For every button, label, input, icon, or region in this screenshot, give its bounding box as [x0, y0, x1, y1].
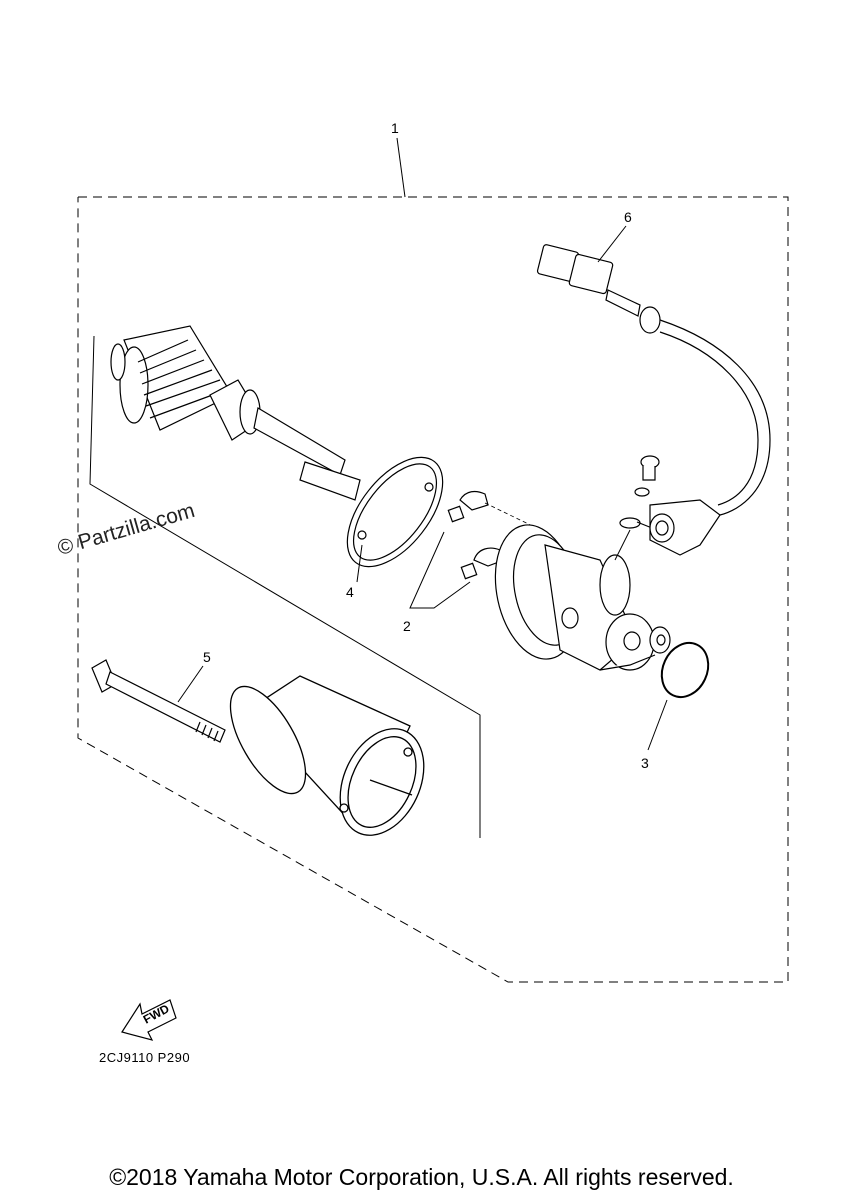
callout-3-leader — [647, 699, 668, 751]
callout-2[interactable]: 2 — [403, 618, 411, 634]
callout-4[interactable]: 4 — [346, 584, 354, 600]
copyright-notice: ©2018 Yamaha Motor Corporation, U.S.A. A… — [109, 1164, 734, 1190]
callout-5[interactable]: 5 — [203, 649, 211, 665]
assembly-boundary — [77, 196, 789, 983]
gasket — [346, 456, 444, 568]
terminal-screw — [619, 455, 660, 529]
callout-6-leader — [597, 225, 627, 263]
callout-1[interactable]: 1 — [391, 120, 399, 136]
through-bolt — [91, 659, 226, 743]
callout-5-leader — [177, 665, 204, 703]
callout-1-leader — [396, 137, 406, 198]
callout-3[interactable]: 3 — [641, 755, 649, 771]
o-ring — [660, 641, 710, 699]
lead-wire — [536, 244, 771, 556]
diagram-code: 2CJ9110 P290 — [99, 1050, 191, 1065]
sub-assembly-outline — [89, 335, 481, 838]
callout-6[interactable]: 6 — [624, 209, 632, 225]
callout-2-leader — [409, 531, 471, 609]
callout-4-leader — [356, 544, 363, 583]
brush-set — [447, 490, 505, 580]
front-cover — [494, 524, 671, 671]
fwd-arrow-icon — [121, 999, 177, 1041]
armature — [110, 325, 361, 501]
yoke-housing — [229, 675, 425, 836]
